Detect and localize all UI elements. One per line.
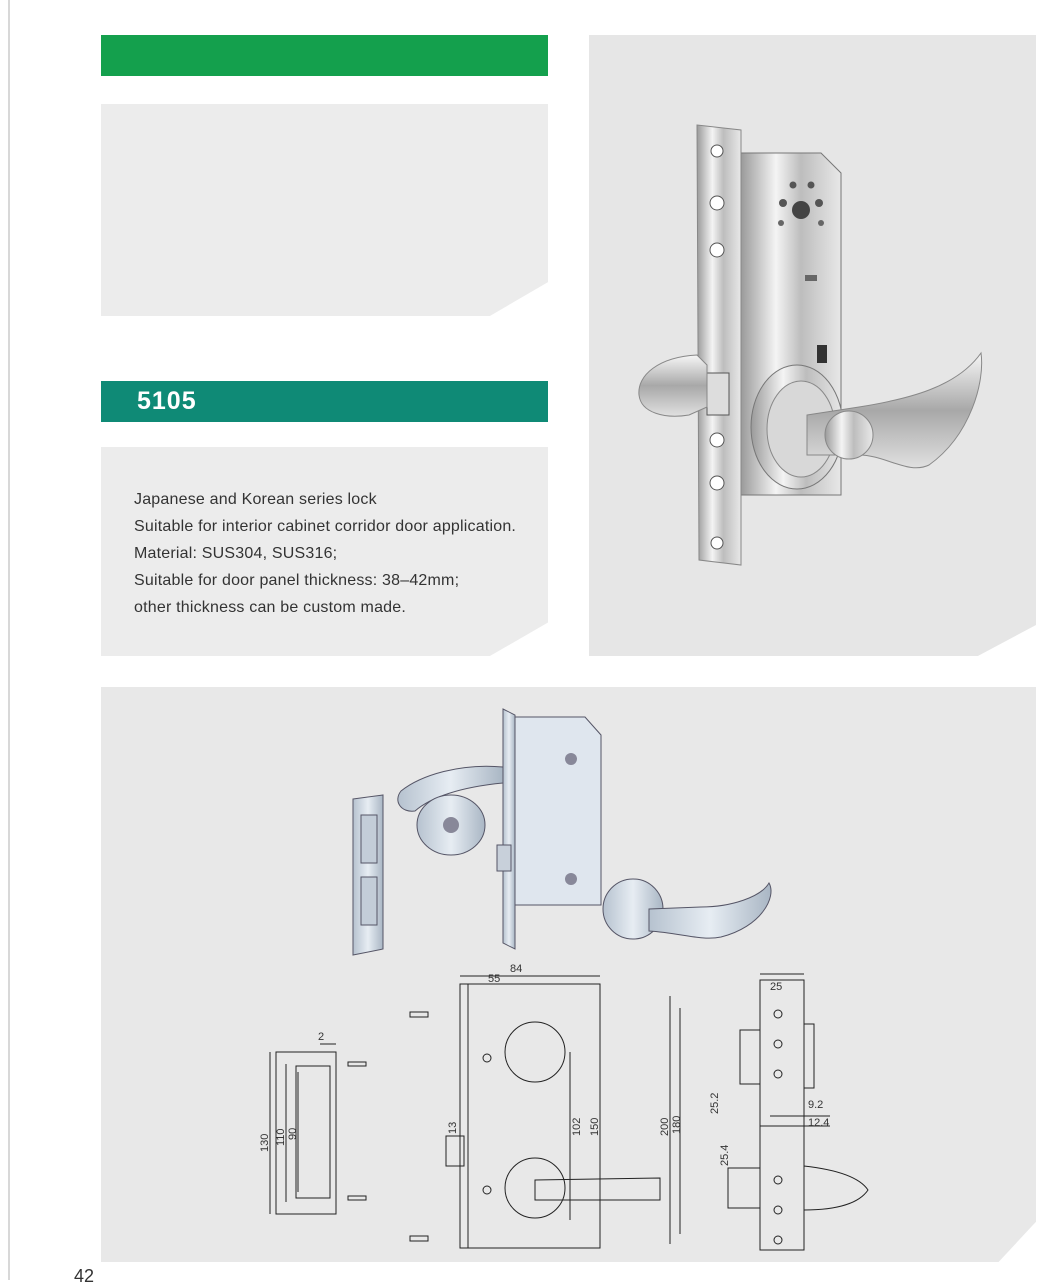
dim-90: 90 <box>287 1128 299 1140</box>
description-line: Material: SUS304, SUS316; <box>134 545 338 562</box>
dim-9-2: 9.2 <box>808 1099 823 1111</box>
dim-130: 130 <box>259 1134 271 1152</box>
dim-2: 2 <box>318 1031 324 1043</box>
dim-13: 13 <box>447 1122 459 1134</box>
dim-110: 110 <box>275 1128 287 1146</box>
dim-102: 102 <box>571 1118 583 1136</box>
header-bar-green <box>101 35 548 76</box>
product-photo <box>638 124 983 566</box>
description-line: Suitable for door panel thickness: 38–42… <box>134 572 460 589</box>
dim-25: 25 <box>770 981 782 993</box>
dim-200: 200 <box>659 1118 671 1136</box>
page-edge-rule <box>8 0 10 1280</box>
dim-84: 84 <box>510 963 522 975</box>
dim-180: 180 <box>671 1116 683 1134</box>
model-number: 5105 <box>137 387 197 415</box>
model-title-bar: 5105 <box>101 381 548 422</box>
dim-55: 55 <box>488 973 500 985</box>
exploded-view-drawing <box>352 708 772 956</box>
dim-12-4: 12.4 <box>808 1117 829 1129</box>
description-list: Japanese and Korean series lock Suitable… <box>134 486 516 621</box>
description-line: Japanese and Korean series lock <box>134 491 377 508</box>
description-panel <box>101 447 548 656</box>
dim-150: 150 <box>589 1118 601 1136</box>
dim-25-2: 25.2 <box>709 1093 721 1114</box>
description-line: other thickness can be custom made. <box>134 599 407 616</box>
blank-info-panel <box>101 104 548 316</box>
description-line: Suitable for interior cabinet corridor d… <box>134 518 517 535</box>
page-number: 42 <box>74 1266 95 1286</box>
dim-25-4: 25.4 <box>719 1145 731 1166</box>
dimension-drawing: 84 55 2 130 110 90 13 102 150 200 180 25… <box>259 963 869 1251</box>
